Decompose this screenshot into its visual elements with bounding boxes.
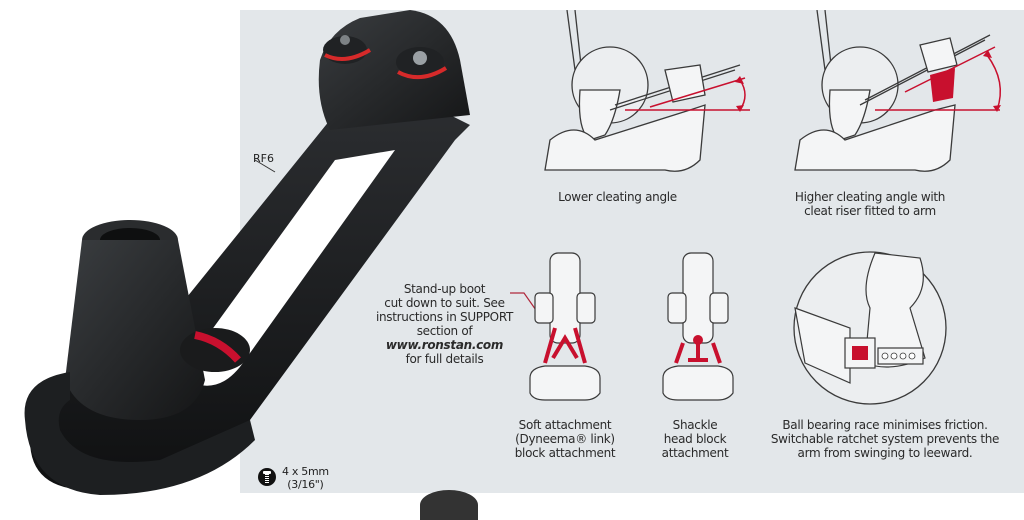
ronstan-link[interactable]: www.ronstan.com — [385, 338, 504, 352]
ball-bearing-diagram — [793, 251, 947, 405]
screw-spec: 4 x 5mm (3/16") — [258, 465, 329, 491]
screw-size-imperial: (3/16") — [287, 478, 324, 491]
boot-note: Stand-up boot cut down to suit. See inst… — [375, 282, 514, 366]
soft-attachment-caption: Soft attachment (Dyneema® link) block at… — [514, 418, 616, 460]
higher-angle-diagram — [794, 10, 1002, 172]
lower-angle-diagram — [544, 10, 750, 172]
product-image — [24, 10, 470, 495]
partial-product-image — [420, 490, 478, 520]
leader-line — [510, 292, 539, 314]
shackle-diagram — [662, 252, 734, 401]
lower-angle-caption: Lower cleating angle — [558, 190, 677, 204]
soft-attachment-diagram — [529, 252, 601, 401]
screw-icon — [258, 468, 276, 486]
shackle-caption: Shackle head block attachment — [661, 418, 729, 460]
screw-size: 4 x 5mm — [282, 465, 329, 478]
ball-bearing-caption: Ball bearing race minimises friction. Sw… — [770, 418, 1000, 460]
model-label: RF6 — [253, 152, 274, 165]
higher-angle-caption: Higher cleating angle with cleat riser f… — [794, 190, 946, 218]
